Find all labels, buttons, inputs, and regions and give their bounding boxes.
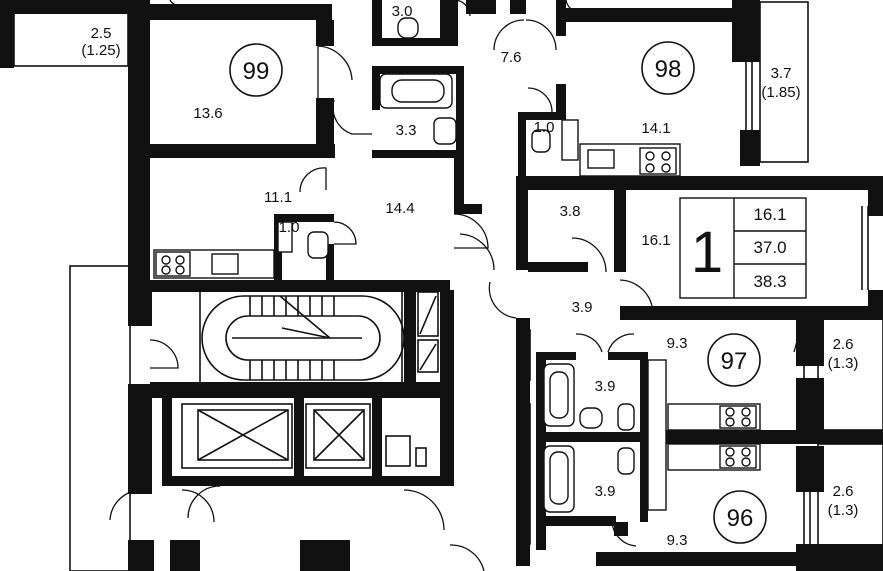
total-area: 37.0 xyxy=(753,238,786,257)
apartment-number-97: 97 xyxy=(721,348,748,375)
room-area-wc-99: 1.0 xyxy=(279,219,300,236)
balcony-sub-96: (1.3) xyxy=(828,502,859,519)
room-area-hall-mid: 3.9 xyxy=(572,299,593,316)
room-area-wc-98: 1.0 xyxy=(534,119,555,136)
doors xyxy=(109,0,801,571)
apartment-number-96: 96 xyxy=(727,505,754,532)
kitchen-units-96 xyxy=(667,443,761,471)
balcony-area-96: 2.6 xyxy=(833,483,854,500)
kitchen-units-97 xyxy=(647,359,761,511)
kitchen-units-99 xyxy=(153,249,275,279)
balcony-area-top-left: 2.5 xyxy=(91,25,112,42)
highlight-table: 1 16.1 37.0 38.3 xyxy=(679,197,807,299)
room-area-hall-99: 14.4 xyxy=(385,200,414,217)
fixtures xyxy=(153,17,761,513)
stair-treads xyxy=(249,295,335,380)
room-area-bath-97: 3.9 xyxy=(595,378,616,395)
room-area-wc-top: 3.0 xyxy=(392,3,413,20)
kitchen-units-98 xyxy=(579,143,681,177)
room-labels: 2.5 (1.25) 3.0 7.6 13.6 3.3 14.1 1.0 3.7… xyxy=(81,3,858,549)
room-area-98-living: 14.1 xyxy=(641,120,670,137)
balcony-area-98: 3.7 xyxy=(771,65,792,82)
balcony-sub-97: (1.3) xyxy=(828,355,859,372)
outlines xyxy=(13,1,883,571)
balcony-area-97: 2.6 xyxy=(833,336,854,353)
elevator-1 xyxy=(181,403,293,469)
room-area-hall-top: 7.6 xyxy=(501,49,522,66)
room-area-bath-top: 3.3 xyxy=(396,122,417,139)
room-area-kitchen-97: 9.3 xyxy=(667,335,688,352)
room-area-bath-96: 3.9 xyxy=(595,483,616,500)
apartment-number-98: 98 xyxy=(655,56,682,83)
elevator-2 xyxy=(305,403,371,469)
balcony-sub-98: (1.85) xyxy=(761,84,800,101)
living-area: 16.1 xyxy=(753,205,786,224)
room-area-main-living: 16.1 xyxy=(641,232,670,249)
room-area-store: 3.8 xyxy=(560,203,581,220)
room-area-kitchen-99: 11.1 xyxy=(264,189,292,206)
balcony-sub-top-left: (1.25) xyxy=(81,42,120,59)
room-area-99-living: 13.6 xyxy=(193,105,222,122)
apartment-markers: 99 98 97 96 xyxy=(229,41,767,544)
room-area-kitchen-96: 9.3 xyxy=(667,532,688,549)
apartment-number-99: 99 xyxy=(243,58,270,85)
rooms-count: 1 xyxy=(691,220,723,285)
total-with-balcony-area: 38.3 xyxy=(753,272,786,291)
